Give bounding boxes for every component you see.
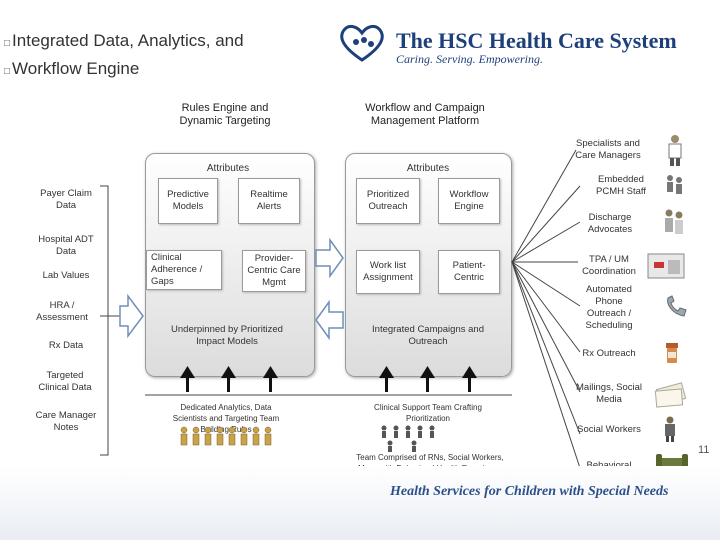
office-icon xyxy=(647,253,685,279)
bullet-icon: □ xyxy=(4,38,11,49)
footer-band xyxy=(0,466,720,540)
pill-bottle-icon xyxy=(666,343,678,363)
output-label: Embedded PCMH Staff xyxy=(596,174,646,197)
underpinned-label: Underpinned by Prioritized Impact Models xyxy=(171,324,283,347)
doctor-icon xyxy=(668,135,682,166)
output-label: Discharge Advocates xyxy=(587,212,633,235)
prioritized-outreach-box: Prioritized Outreach xyxy=(356,178,420,224)
nurse-icon xyxy=(667,175,682,194)
input-label: Payer Claim Data xyxy=(40,188,92,211)
patient-centric-box: Patient-Centric xyxy=(438,250,500,294)
output-label: Automated Phone Outreach / Scheduling xyxy=(585,284,633,331)
bullet-icon: □ xyxy=(4,66,11,77)
input-label: Care Manager Notes xyxy=(35,410,97,433)
title-line-2: Workflow Engine xyxy=(12,59,140,78)
logo-name: The HSC Health Care System xyxy=(396,28,677,53)
hsc-logo-icon xyxy=(340,24,384,62)
analytics-team-label: Dedicated Analytics, Data Scientists and… xyxy=(172,403,280,434)
clinical-team-label: Clinical Support Team Crafting Prioritiz… xyxy=(374,403,482,423)
rules-engine-header: Rules Engine and Dynamic Targeting xyxy=(179,102,271,127)
phone-icon xyxy=(667,295,687,317)
integrated-label: Integrated Campaigns and Outreach xyxy=(372,324,484,347)
workflow-header: Workflow and Campaign Management Platfor… xyxy=(365,102,485,127)
workflow-engine-box: Workflow Engine xyxy=(438,178,500,224)
predictive-models-box: Predictive Models xyxy=(158,178,218,224)
page-number: 11 xyxy=(698,444,710,456)
attributes-label: Attributes xyxy=(206,163,250,174)
slide-title: □Integrated Data, Analytics, and □Workfl… xyxy=(4,28,244,84)
provider-centric-box: Provider-Centric Care Mgmt xyxy=(242,250,306,292)
input-label: Targeted Clinical Data xyxy=(38,370,92,393)
title-line-1: Integrated Data, Analytics, and xyxy=(12,31,244,50)
team-people-icon xyxy=(180,426,272,446)
input-label: Hospital ADT Data xyxy=(38,234,94,257)
social-worker-icon xyxy=(665,416,675,442)
footer-text: Health Services for Children with Specia… xyxy=(390,484,669,499)
input-label: Rx Data xyxy=(48,340,84,351)
clinical-people-icon xyxy=(381,425,435,452)
input-label: Lab Values xyxy=(42,270,90,281)
mail-icon xyxy=(654,382,687,408)
output-label: TPA / UM Coordination xyxy=(582,254,636,277)
realtime-alerts-box: Realtime Alerts xyxy=(238,178,300,224)
attributes-label: Attributes xyxy=(406,163,450,174)
staff-icon xyxy=(665,209,683,234)
input-label: HRA / Assessment xyxy=(36,300,88,323)
clinical-adherence-box: Clinical Adherence / Gaps xyxy=(146,250,222,290)
work-list-box: Work list Assignment xyxy=(356,250,420,294)
output-label: Rx Outreach xyxy=(582,348,636,359)
output-label: Mailings, Social Media xyxy=(576,382,642,405)
logo-tagline: Caring. Serving. Empowering. xyxy=(396,52,543,66)
output-label: Social Workers xyxy=(577,424,641,435)
output-label: Specialists and Care Managers xyxy=(575,138,641,161)
